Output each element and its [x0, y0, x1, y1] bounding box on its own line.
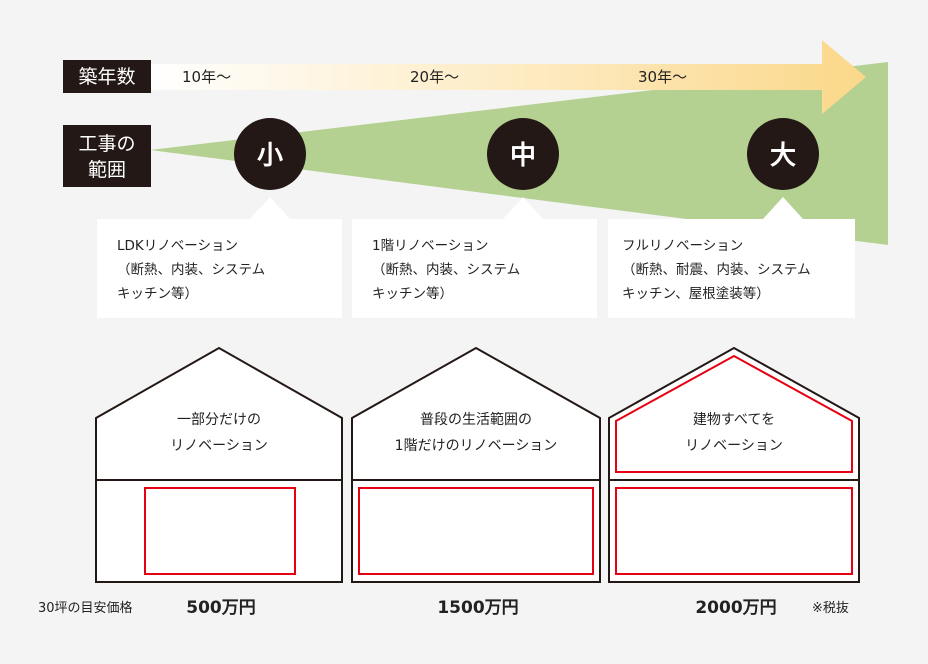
- price-3: 2000万円: [695, 598, 776, 618]
- scale-small-label: 小: [257, 141, 283, 171]
- house-1-line1: 一部分だけの: [177, 412, 261, 428]
- scope-label-box: [63, 125, 151, 187]
- callout-2-line3: キッチン等）: [372, 285, 453, 302]
- age-arrow: [150, 40, 866, 114]
- house-1-line2: リノベーション: [170, 438, 268, 454]
- tax-note: ※税抜: [812, 600, 849, 616]
- house-3-line1: 建物すべてを: [693, 412, 775, 428]
- scope-label-line1: 工事の: [78, 133, 135, 155]
- years-label: 築年数: [78, 66, 135, 88]
- age-label: 30年～: [638, 68, 687, 86]
- callout-1-line1: LDKリノベーション: [117, 238, 238, 254]
- house-1-renovation-area: [144, 487, 296, 575]
- callout-box-2: [352, 197, 597, 318]
- price-2: 1500万円: [437, 598, 518, 618]
- callout-box-1: [97, 197, 342, 318]
- house-3: 建物すべてを リノベーション: [608, 346, 860, 583]
- callout-3-line3: キッチン、屋根塗装等）: [622, 285, 770, 302]
- scale-circle-medium: [487, 118, 559, 190]
- scale-large-label: 大: [770, 141, 796, 171]
- scale-medium-label: 中: [510, 141, 536, 171]
- price-label: 30坪の目安価格: [38, 600, 133, 616]
- house-3-line2: リノベーション: [685, 438, 783, 454]
- callout-3-line2: （断熱、耐震、内装、システム: [622, 262, 811, 278]
- house-2-outline: [351, 346, 601, 583]
- callout-3-line1: フルリノベーション: [622, 238, 743, 254]
- callout-box-3: [608, 197, 855, 318]
- scale-circle-large: [747, 118, 819, 190]
- house-1: 一部分だけの リノベーション: [95, 346, 343, 583]
- house-1-outline: [95, 346, 343, 583]
- callout-2-line1: 1階リノベーション: [372, 238, 488, 254]
- house-3-renovation-area: [615, 487, 853, 575]
- age-label: 20年～: [410, 68, 459, 86]
- house-3-renovation-roof: [615, 354, 853, 473]
- price-1: 500万円: [186, 598, 256, 618]
- house-2-line2: 1階だけのリノベーション: [395, 438, 558, 454]
- scope-label-line2: 範囲: [88, 159, 126, 181]
- house-2: 普段の生活範囲の 1階だけのリノベーション: [351, 346, 601, 583]
- callout-2-line2: （断熱、内装、システム: [372, 262, 520, 278]
- house-2-renovation-area: [358, 487, 594, 575]
- house-3-outline: [608, 346, 860, 583]
- years-label-box: [63, 60, 151, 93]
- callout-1-line2: （断熱、内装、システム: [117, 262, 265, 278]
- age-label: 10年～: [182, 68, 231, 86]
- house-2-line1: 普段の生活範囲の: [420, 411, 532, 428]
- scale-circle-small: [234, 118, 306, 190]
- callout-1-line3: キッチン等）: [117, 285, 198, 302]
